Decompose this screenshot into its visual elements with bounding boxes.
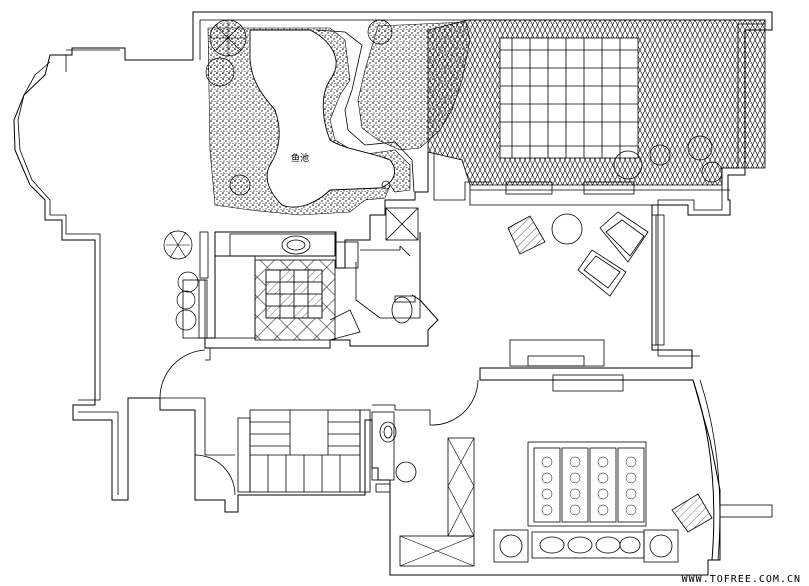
staircase bbox=[237, 409, 371, 493]
bed bbox=[493, 441, 773, 563]
living-furniture bbox=[505, 181, 665, 392]
watermark: WWW.TOFREE.COM.CN bbox=[681, 574, 801, 585]
powder-room bbox=[371, 411, 417, 493]
pond bbox=[249, 29, 396, 208]
exterior-wall bbox=[13, 11, 773, 576]
deck-planks bbox=[499, 37, 639, 159]
pond-label: 鱼池 bbox=[291, 154, 310, 164]
bathroom bbox=[214, 207, 421, 341]
